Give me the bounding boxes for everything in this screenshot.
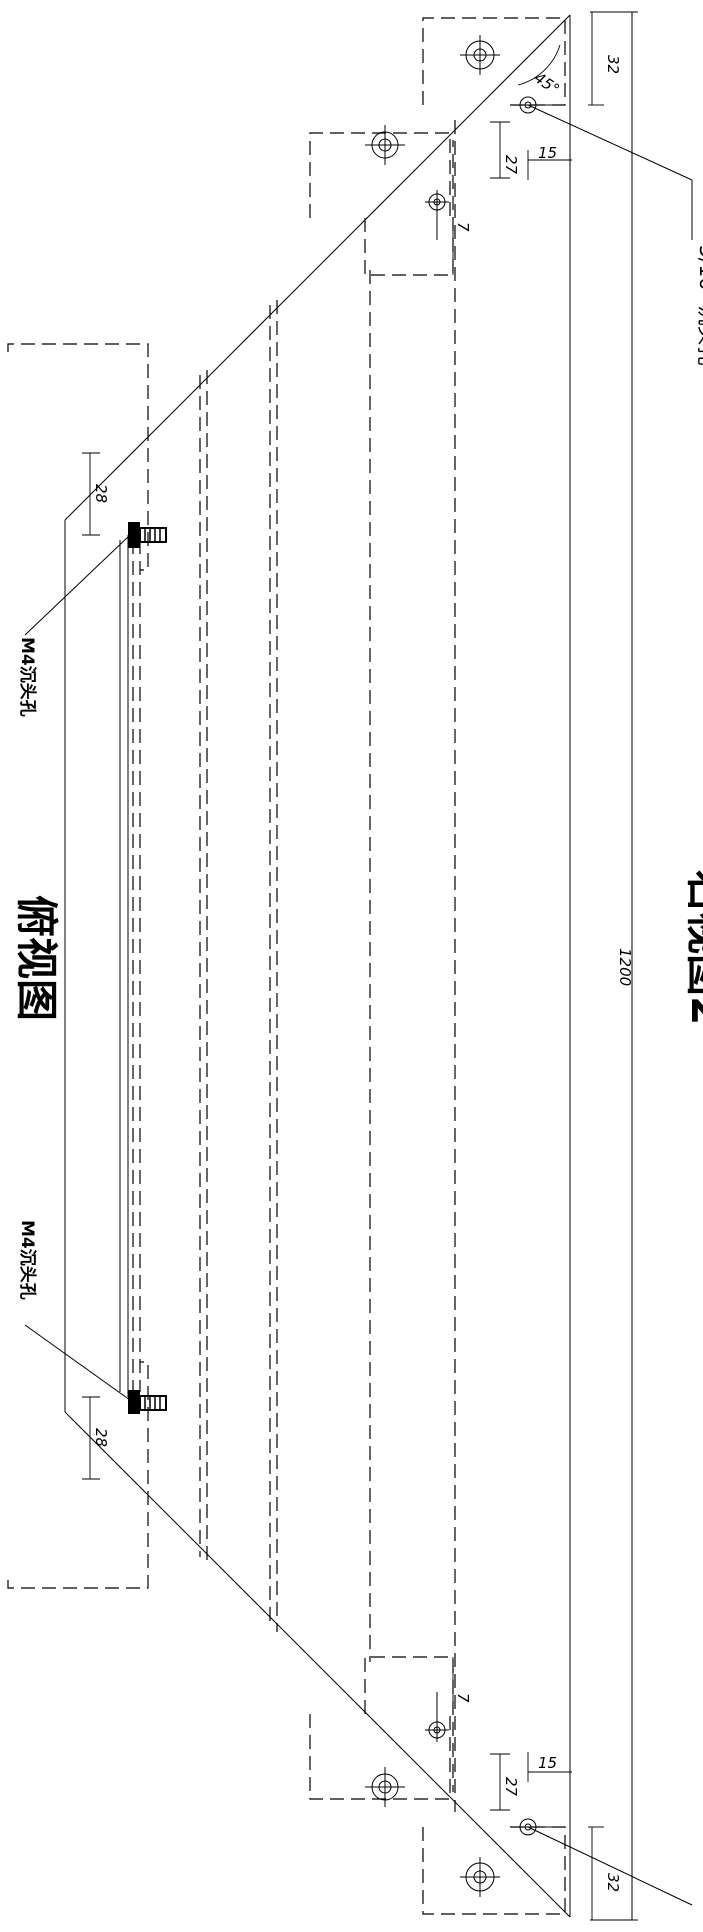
dim-7-bottom: 7 [454,1693,472,1703]
title-right-view: 右视图2 [682,870,703,1025]
parallel-lines [132,120,456,1812]
hole-top-1 [460,35,500,75]
title-front-view: 俯视图 [12,895,61,1021]
label-countersink: 5/16" 沉头孔 [695,245,703,365]
screw-top [128,522,167,548]
hole-bottom-1 [460,1857,500,1897]
dim-27-top: 27 [502,155,520,175]
trapezoid-outline [64,14,571,1918]
label-m4-top: M4沉头孔 [17,637,38,717]
dim-15-bottom: 15 [538,1754,557,1772]
dim-27-bottom: 27 [502,1777,520,1797]
label-m4-bottom: M4沉头孔 [17,1220,38,1300]
dim-1200: 1200 [616,948,634,986]
dimension-lines [82,12,604,1920]
hole-top-2 [365,125,405,165]
dim-7-top: 7 [454,222,472,232]
hole-bottom-3 [425,1692,449,1742]
hole-bottom-2 [365,1767,405,1807]
dim-32-top: 32 [604,55,622,74]
dim-angle: 45° [531,69,563,99]
dim-28-top: 28 [92,484,110,503]
main-rail [569,11,638,1921]
top-brackets [7,17,566,571]
hole-top-3 [425,190,449,240]
dim-28-bottom: 28 [92,1428,110,1447]
hole-bottom-4 [516,1818,560,1836]
screw-bottom [128,1390,167,1414]
dim-32-bottom: 32 [604,1873,622,1892]
leader-lines [24,104,693,1906]
hole-top-4 [516,96,560,114]
dim-15-top: 15 [538,144,557,162]
bottom-brackets [7,1361,566,1915]
